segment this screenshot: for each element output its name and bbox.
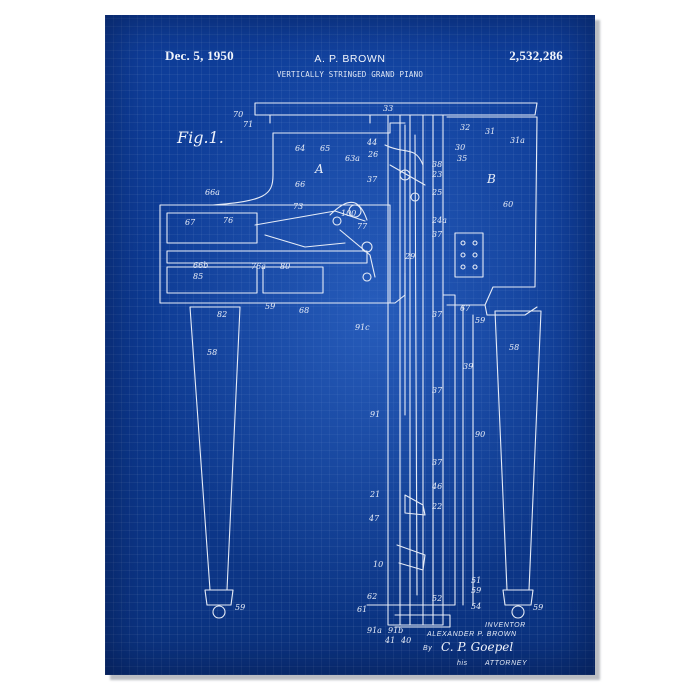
ref-numeral: 32: [460, 123, 470, 132]
ref-numeral: 23: [431, 170, 442, 179]
right-leg: [494, 310, 542, 591]
piano-drawing: Fig.1. A B 70 71 33 32 31 31a 64 65 44 6…: [159, 102, 543, 667]
ref-numeral: 25: [431, 188, 442, 197]
ref-numeral: 67: [185, 218, 196, 227]
ref-numeral: 71: [243, 120, 253, 129]
ref-numeral: 41: [384, 636, 395, 645]
ref-numeral: 70: [233, 110, 243, 119]
ref-numeral: 67: [460, 304, 471, 313]
patent-date: Dec. 5, 1950: [165, 48, 234, 63]
ref-numeral: 68: [299, 306, 309, 315]
ref-numeral: 30: [455, 143, 465, 152]
ref-numeral: 54: [471, 602, 481, 611]
ref-numeral: 46: [431, 482, 442, 491]
ref-numeral: 85: [193, 272, 203, 281]
ref-numeral: 61: [357, 605, 367, 614]
ref-numeral: 10: [373, 560, 383, 569]
ref-numeral: 66a: [205, 188, 220, 197]
ref-numeral: 77: [357, 222, 368, 231]
ref-numeral: 33: [383, 104, 393, 113]
ref-numeral: 51: [471, 576, 481, 585]
his-label: his: [457, 660, 468, 667]
case-curve: [212, 132, 274, 206]
ref-numeral: 22: [431, 502, 442, 511]
ref-numeral: 37: [432, 458, 443, 467]
blueprint-canvas: Dec. 5, 1950 A. P. BROWN 2,532,286 VERTI…: [105, 15, 595, 675]
ref-numeral: 91a: [367, 626, 382, 635]
by-label: By: [423, 645, 432, 652]
ref-numeral: 65: [320, 144, 330, 153]
ref-numeral: 66b: [193, 261, 208, 270]
ref-numeral: 82: [217, 310, 227, 319]
ref-numeral: 66: [295, 180, 305, 189]
ref-numeral: 59: [533, 603, 543, 612]
ref-numeral: 91c: [355, 323, 370, 332]
ref-numeral: 26: [367, 150, 378, 159]
patent-number: 2,532,286: [509, 48, 563, 63]
inventor-caption: INVENTOR: [485, 622, 526, 629]
ref-numeral: 64: [295, 144, 305, 153]
ref-numeral: 91b: [388, 626, 403, 635]
ref-numeral: 80: [280, 262, 290, 271]
ref-numeral: 63a: [345, 154, 360, 163]
ref-numeral: 24a: [431, 216, 447, 225]
ref-numeral: 60: [503, 200, 513, 209]
ref-numeral: 58: [509, 343, 519, 352]
inventor-name: ALEXANDER P. BROWN: [426, 631, 517, 638]
ref-numeral: 52: [432, 594, 442, 603]
ref-numeral: 44: [366, 138, 377, 147]
ref-numeral: 59: [235, 603, 245, 612]
ref-numeral: 73: [293, 202, 303, 211]
ref-numeral: 59: [265, 302, 275, 311]
ref-numeral: 91: [370, 410, 380, 419]
ref-numeral: 29: [404, 252, 415, 261]
ref-numeral: 31: [485, 127, 495, 136]
ref-numeral: 37: [367, 175, 378, 184]
ref-numeral: 37: [432, 230, 443, 239]
ref-numeral: 37: [432, 386, 443, 395]
ref-numeral: 59: [475, 316, 485, 325]
ref-numeral: 76: [223, 216, 233, 225]
figure-label: Fig.1.: [176, 128, 224, 147]
ref-numeral: 58: [207, 348, 217, 357]
ref-numeral: 40: [400, 636, 411, 645]
ref-numeral: 31a: [510, 136, 525, 145]
patent-inventor: A. P. BROWN: [314, 53, 386, 65]
ref-numeral: 62: [367, 592, 377, 601]
ref-numeral: 39: [463, 362, 473, 371]
ref-numeral: 35: [457, 154, 467, 163]
vertical-column: [387, 114, 444, 626]
ref-numeral: 90: [475, 430, 485, 439]
attorney-label: ATTORNEY: [484, 660, 528, 667]
lid: [254, 102, 538, 116]
ref-numeral: 47: [368, 514, 380, 523]
ref-numeral: 38: [432, 160, 442, 169]
ref-numeral: 37: [432, 310, 443, 319]
attorney-signature: C. P. Goepel: [441, 640, 513, 654]
right-case: [446, 116, 538, 306]
ref-numeral: 59: [471, 586, 481, 595]
ref-numeral: 100: [341, 209, 356, 218]
section-a-label: A: [314, 162, 324, 176]
patent-title: VERTICALLY STRINGED GRAND PIANO: [276, 70, 424, 79]
ref-numeral: 76a: [251, 262, 266, 271]
ref-numeral: 21: [369, 490, 380, 499]
section-b-label: B: [486, 172, 496, 186]
